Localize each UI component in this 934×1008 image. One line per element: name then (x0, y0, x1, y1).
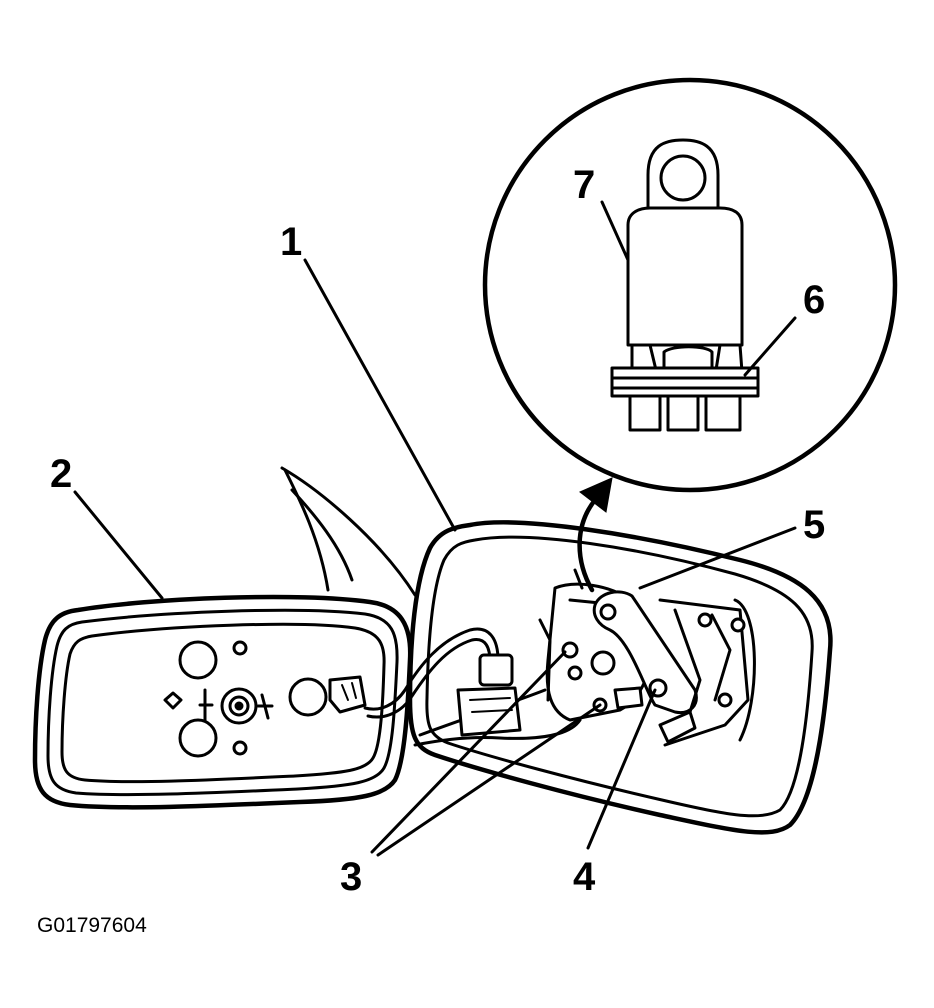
wire-harness (363, 627, 522, 737)
callout-2: 2 (50, 452, 72, 496)
leader-4 (586, 688, 657, 850)
callout-1: 1 (280, 220, 302, 264)
figure-id: G01797604 (37, 914, 147, 937)
mirror-housing (407, 520, 833, 835)
actuator-motor (538, 477, 750, 747)
leader-lines (73, 200, 797, 857)
callout-6: 6 (803, 278, 825, 322)
leader-7 (600, 200, 630, 262)
mirror-glass (32, 466, 417, 810)
callout-3: 3 (340, 855, 362, 899)
callout-4: 4 (573, 855, 596, 899)
leader-3a (370, 650, 567, 854)
leader-1 (303, 258, 457, 532)
detail-view (482, 77, 898, 493)
leader-6 (743, 316, 797, 377)
leader-5 (638, 526, 797, 590)
callout-5: 5 (803, 503, 825, 547)
callout-7: 7 (573, 163, 595, 207)
leader-3b (376, 703, 602, 857)
leader-2 (73, 490, 164, 600)
